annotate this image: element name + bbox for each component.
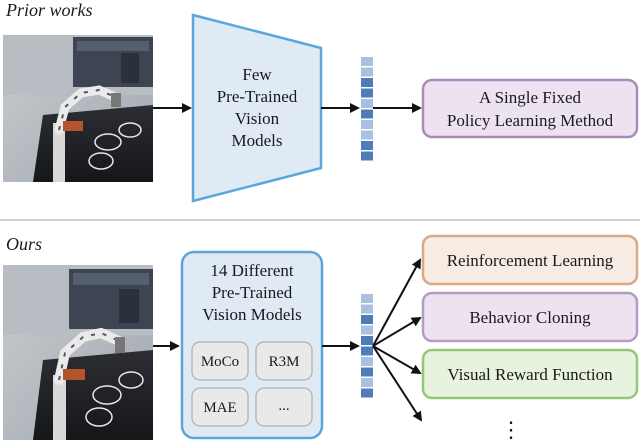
feature-cell: [361, 304, 373, 314]
section-title-ours: Ours: [6, 234, 42, 254]
feature-cell: [361, 357, 373, 366]
feature-cell: [361, 67, 373, 77]
encoder-text-ours-2: Pre-Trained: [212, 283, 293, 302]
model-label-mae: MAE: [203, 400, 236, 416]
feature-cell: [361, 325, 373, 335]
feature-cell: [361, 99, 373, 108]
feature-cell: [361, 346, 373, 356]
feature-cell: [361, 130, 373, 140]
model-chip-more: [255, 387, 313, 427]
model-chip-mae: [191, 387, 249, 427]
model-label-more: ...: [278, 398, 289, 414]
feature-cell: [361, 294, 373, 303]
arrow-to-behavior-cloning: [372, 316, 422, 347]
feature-vector-prior: [361, 57, 373, 161]
feature-cell: [361, 120, 373, 129]
method-box-behavior-cloning: [421, 291, 639, 343]
feature-cell: [361, 315, 373, 324]
feature-cell: [361, 336, 373, 345]
method-box-visual-reward-function: [421, 348, 639, 400]
policy-method-box: [421, 78, 639, 139]
model-label-moco: MoCo: [201, 354, 239, 370]
feature-cell: [361, 151, 373, 161]
encoder-text-prior-4: Models: [232, 131, 283, 150]
arrow-to-more-methods: [372, 345, 423, 422]
model-chip-r3m: [255, 341, 313, 381]
encoder-text-prior-2: Pre-Trained: [217, 87, 298, 106]
encoder-text-ours-1: 14 Different: [210, 261, 294, 280]
feature-cell: [361, 141, 373, 150]
robot-scene-image-ours: [3, 265, 153, 440]
encoder-text-ours-3: Vision Models: [202, 305, 302, 324]
feature-vector-ours: [361, 294, 373, 398]
feature-cell: [361, 88, 373, 98]
feature-cell: [361, 378, 373, 387]
policy-text-2: Policy Learning Method: [447, 111, 614, 130]
feature-cell: [361, 57, 373, 66]
feature-cell: [361, 388, 373, 398]
encoder-text-prior-3: Vision: [235, 109, 280, 128]
section-title-prior: Prior works: [5, 0, 93, 20]
model-chip-moco: [191, 341, 249, 381]
encoder-text-prior-1: Few: [242, 65, 272, 84]
robot-scene-image-prior: [3, 35, 153, 182]
policy-text-1: A Single Fixed: [479, 88, 582, 107]
method-box-reinforcement-learning: [421, 234, 639, 286]
encoder-shape-prior: [191, 13, 323, 203]
feature-cell: [361, 78, 373, 87]
model-label-r3m: R3M: [269, 354, 300, 370]
method-label-reinforcement-learning: Reinforcement Learning: [447, 251, 614, 270]
arrow-to-visual-reward-function: [372, 345, 422, 374]
method-label-behavior-cloning: Behavior Cloning: [469, 308, 591, 327]
method-label-visual-reward-function: Visual Reward Function: [447, 365, 613, 384]
arrow-to-reinforcement-learning: [372, 258, 421, 347]
feature-cell: [361, 109, 373, 119]
more-methods-ellipsis: ⋮: [500, 417, 522, 442]
feature-cell: [361, 367, 373, 377]
